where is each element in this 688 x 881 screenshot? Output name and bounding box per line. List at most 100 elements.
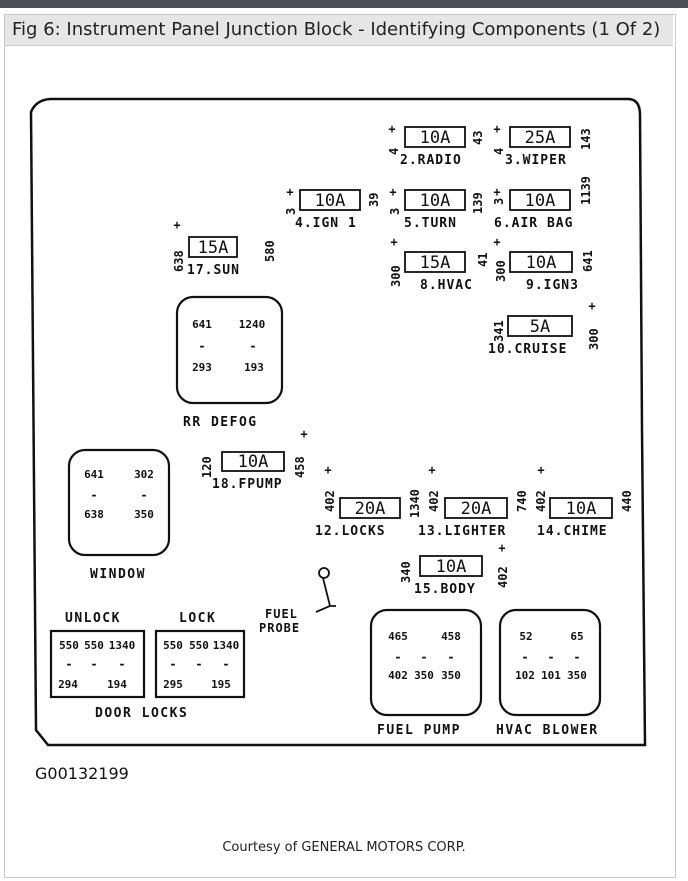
relay-pin: 458: [441, 630, 461, 643]
relay-pin: 638: [84, 508, 104, 521]
relay-pin: 550: [163, 639, 183, 652]
pin-number: 300: [389, 265, 403, 287]
credit-line: Courtesy of GENERAL MOTORS CORP.: [222, 840, 466, 855]
terminal-dash: -: [447, 650, 454, 664]
relay-pin: 52: [519, 630, 532, 643]
terminal-dash: -: [198, 339, 205, 353]
terminal-dash: -: [65, 657, 72, 671]
pin-number: 1139: [579, 176, 593, 205]
relay-pin: 302: [134, 468, 154, 481]
relay-pin: 295: [163, 678, 183, 691]
plus-marker: +: [498, 541, 505, 555]
fuel-probe-connector: [318, 567, 330, 579]
plus-marker: +: [324, 463, 331, 477]
fuel-probe-label: FUEL: [265, 607, 298, 621]
relay-pin: 193: [244, 361, 264, 374]
fuse-rating: 10A: [525, 191, 556, 211]
fuse-label: 17.SUN: [187, 263, 240, 278]
terminal-dash: -: [118, 657, 125, 671]
relay-pin: 102: [515, 669, 535, 682]
fuse-box-ign3: [509, 251, 573, 273]
fuse-rating: 10A: [566, 499, 597, 519]
door-unlock-label: UNLOCK: [65, 611, 121, 626]
fuse-box-ign1: [299, 189, 361, 211]
pin-number: 300: [494, 260, 508, 282]
relay-fuel-pump: [369, 608, 483, 717]
relay-window: [67, 448, 171, 557]
figure-frame: [4, 14, 676, 878]
terminal-dash: -: [249, 339, 256, 353]
relay-pin: 350: [567, 669, 587, 682]
relay-pin: 195: [211, 678, 231, 691]
figure-caption: Fig 6: Instrument Panel Junction Block -…: [5, 15, 673, 46]
fuse-rating: 10A: [436, 557, 467, 577]
fuse-label: 18.FPUMP: [212, 477, 283, 492]
pin-number: 641: [581, 250, 595, 272]
fuse-label: 12.LOCKS: [315, 524, 386, 539]
door-lock-lock-relay: [154, 629, 246, 699]
fuse-box-body: [419, 555, 483, 577]
plus-marker: +: [389, 185, 396, 199]
pin-number: 1340: [408, 489, 422, 518]
plus-marker: +: [537, 463, 544, 477]
door-lock-unlock-relay: [49, 629, 146, 699]
fuse-box-locks: [339, 497, 401, 519]
relay-pin: 550: [59, 639, 79, 652]
relay-pin: 1340: [109, 639, 136, 652]
terminal-dash: -: [547, 650, 554, 664]
fuse-rating: 25A: [525, 128, 556, 148]
figure-title: Fig 6: Instrument Panel Junction Block -…: [12, 19, 661, 40]
relay-pin: 641: [84, 468, 104, 481]
terminal-dash: -: [90, 657, 97, 671]
pin-number: 3: [284, 208, 298, 215]
fuse-box-sun: [188, 236, 238, 258]
fuse-box-wiper: [509, 126, 571, 148]
fuse-label: 15.BODY: [414, 582, 476, 597]
fuse-label: 14.CHIME: [537, 524, 608, 539]
plus-marker: +: [493, 185, 500, 199]
pin-number: 3: [492, 198, 506, 205]
plus-marker: +: [286, 185, 293, 199]
relay-pin: 1240: [239, 318, 266, 331]
door-lock-label: LOCK: [179, 611, 216, 626]
terminal-dash: -: [573, 650, 580, 664]
pin-number: 580: [263, 240, 277, 262]
relay-pin: 294: [58, 678, 78, 691]
terminal-dash: -: [394, 650, 401, 664]
pin-number: 402: [496, 566, 510, 588]
fuse-rating: 20A: [461, 499, 492, 519]
relay-hvac-blower: [498, 608, 602, 717]
fuse-rating: 5A: [530, 317, 550, 337]
relay-pin: 350: [414, 669, 434, 682]
plus-marker: +: [300, 427, 307, 441]
relay-label: HVAC BLOWER: [496, 723, 599, 738]
relay-label: RR DEFOG: [183, 415, 258, 430]
relay-pin: 101: [541, 669, 561, 682]
terminal-dash: -: [521, 650, 528, 664]
terminal-dash: -: [140, 488, 147, 502]
pin-number: 120: [200, 456, 214, 478]
fuse-label: 9.IGN3: [526, 278, 579, 293]
fuel-probe-line: [315, 577, 336, 613]
fuse-rating: 10A: [238, 452, 269, 472]
pin-number: 458: [293, 456, 307, 478]
terminal-dash: -: [169, 657, 176, 671]
fuse-rating: 10A: [420, 128, 451, 148]
fuse-rating: 20A: [355, 499, 386, 519]
fuse-label: 4.IGN 1: [295, 216, 357, 231]
fuse-label: 8.HVAC: [420, 278, 473, 293]
relay-pin: 350: [441, 669, 461, 682]
plus-marker: +: [493, 122, 500, 136]
fuel-probe-label: PROBE: [259, 621, 300, 635]
fuse-box-airbag: [509, 189, 571, 211]
pin-number: 300: [587, 328, 601, 350]
pin-number: 3: [388, 208, 402, 215]
pin-number: 440: [620, 490, 634, 512]
pin-number: 41: [476, 253, 490, 267]
fuse-box-lighter: [444, 497, 508, 519]
door-locks-label: DOOR LOCKS: [95, 706, 188, 721]
junction-block-outline: [29, 97, 647, 747]
fuse-rating: 15A: [420, 253, 451, 273]
fuse-label: 13.LIGHTER: [418, 524, 506, 539]
